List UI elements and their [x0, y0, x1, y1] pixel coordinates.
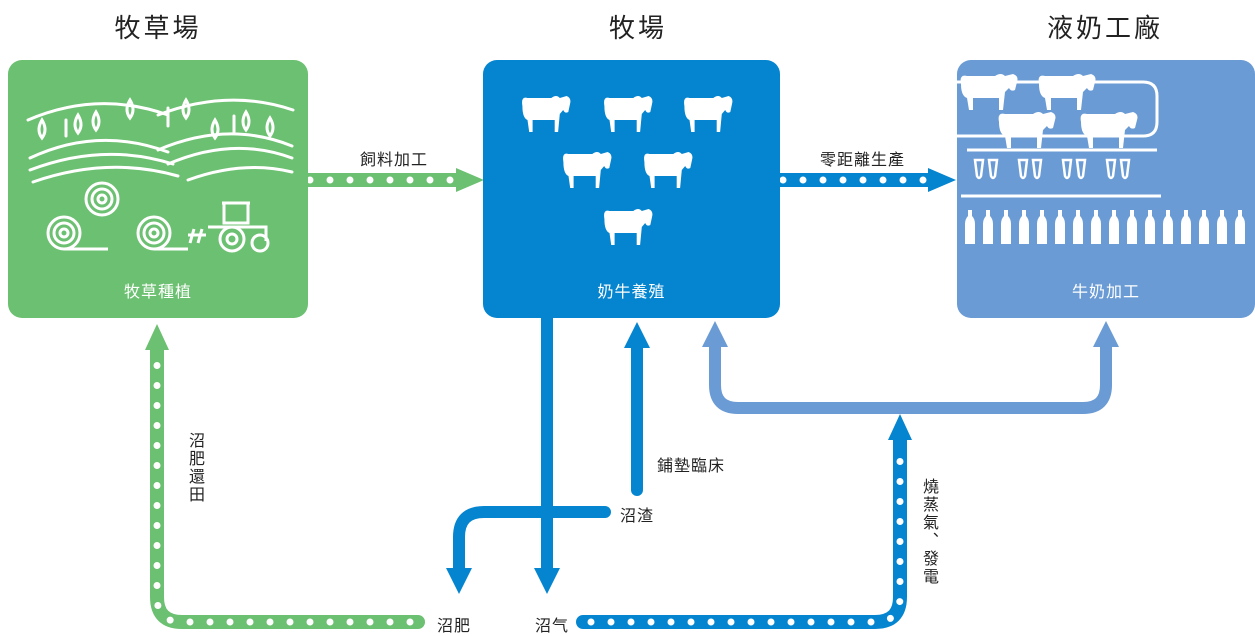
- milk-bottle-icon: [965, 210, 1245, 244]
- return-field-label: 沼肥還田: [186, 432, 205, 504]
- feed-arrow: [295, 168, 484, 192]
- ranch-panel: 奶牛養殖: [483, 60, 780, 318]
- return-field-arrow: [145, 324, 425, 629]
- milking-cups: [973, 158, 1131, 180]
- bedding-arrow: [624, 322, 650, 496]
- biogas-label: 沼气: [535, 616, 570, 635]
- tractor-icon: [188, 201, 270, 253]
- heading-ranch: 牧場: [608, 14, 667, 44]
- ranch-panel-label: 奶牛養殖: [597, 282, 666, 301]
- digestate-label: 沼渣: [620, 506, 655, 525]
- pasture-panel-label: 牧草種植: [123, 282, 192, 301]
- milking-cow-icon: [960, 74, 1018, 110]
- milking-cow-icon: [1080, 112, 1138, 148]
- heading-pasture: 牧草場: [114, 14, 202, 44]
- cow-icon: [644, 152, 693, 188]
- bedding-label: 鋪墊臨床: [657, 456, 726, 475]
- hay-bale-icon: [46, 181, 188, 251]
- factory-panel-label: 牛奶加工: [1071, 282, 1140, 301]
- cow-icon: [684, 96, 733, 132]
- cow-icon: [563, 152, 612, 188]
- waste-down-arrow: [534, 318, 560, 594]
- pasture-panel: 牧草種植: [8, 60, 308, 318]
- hay-and-tractor: [46, 181, 270, 253]
- milking-cow-icon: [998, 112, 1056, 148]
- cow-icon: [522, 96, 571, 132]
- heading-factory: 液奶工廠: [1046, 14, 1163, 44]
- manure-label: 沼肥: [437, 616, 472, 635]
- cow-icon: [604, 96, 653, 132]
- cow-icon: [604, 209, 653, 245]
- zero-distance-arrow: [768, 168, 956, 192]
- zero-distance-label: 零距離生產: [820, 150, 906, 169]
- digestate-arrow: [446, 506, 611, 594]
- raindrop-field-icon: [26, 97, 295, 184]
- pasture-illustration: [26, 97, 295, 184]
- steam-power-label: 燒蒸氣、發電: [920, 478, 939, 586]
- factory-panel: 牛奶加工: [957, 60, 1255, 318]
- steam-power-distribution: [702, 321, 1119, 414]
- biogas-arrow: [576, 414, 912, 629]
- feed-label: 飼料加工: [360, 150, 429, 169]
- milking-line: [957, 74, 1245, 244]
- milking-cow-icon: [1038, 74, 1096, 110]
- cow-herd: [522, 96, 733, 245]
